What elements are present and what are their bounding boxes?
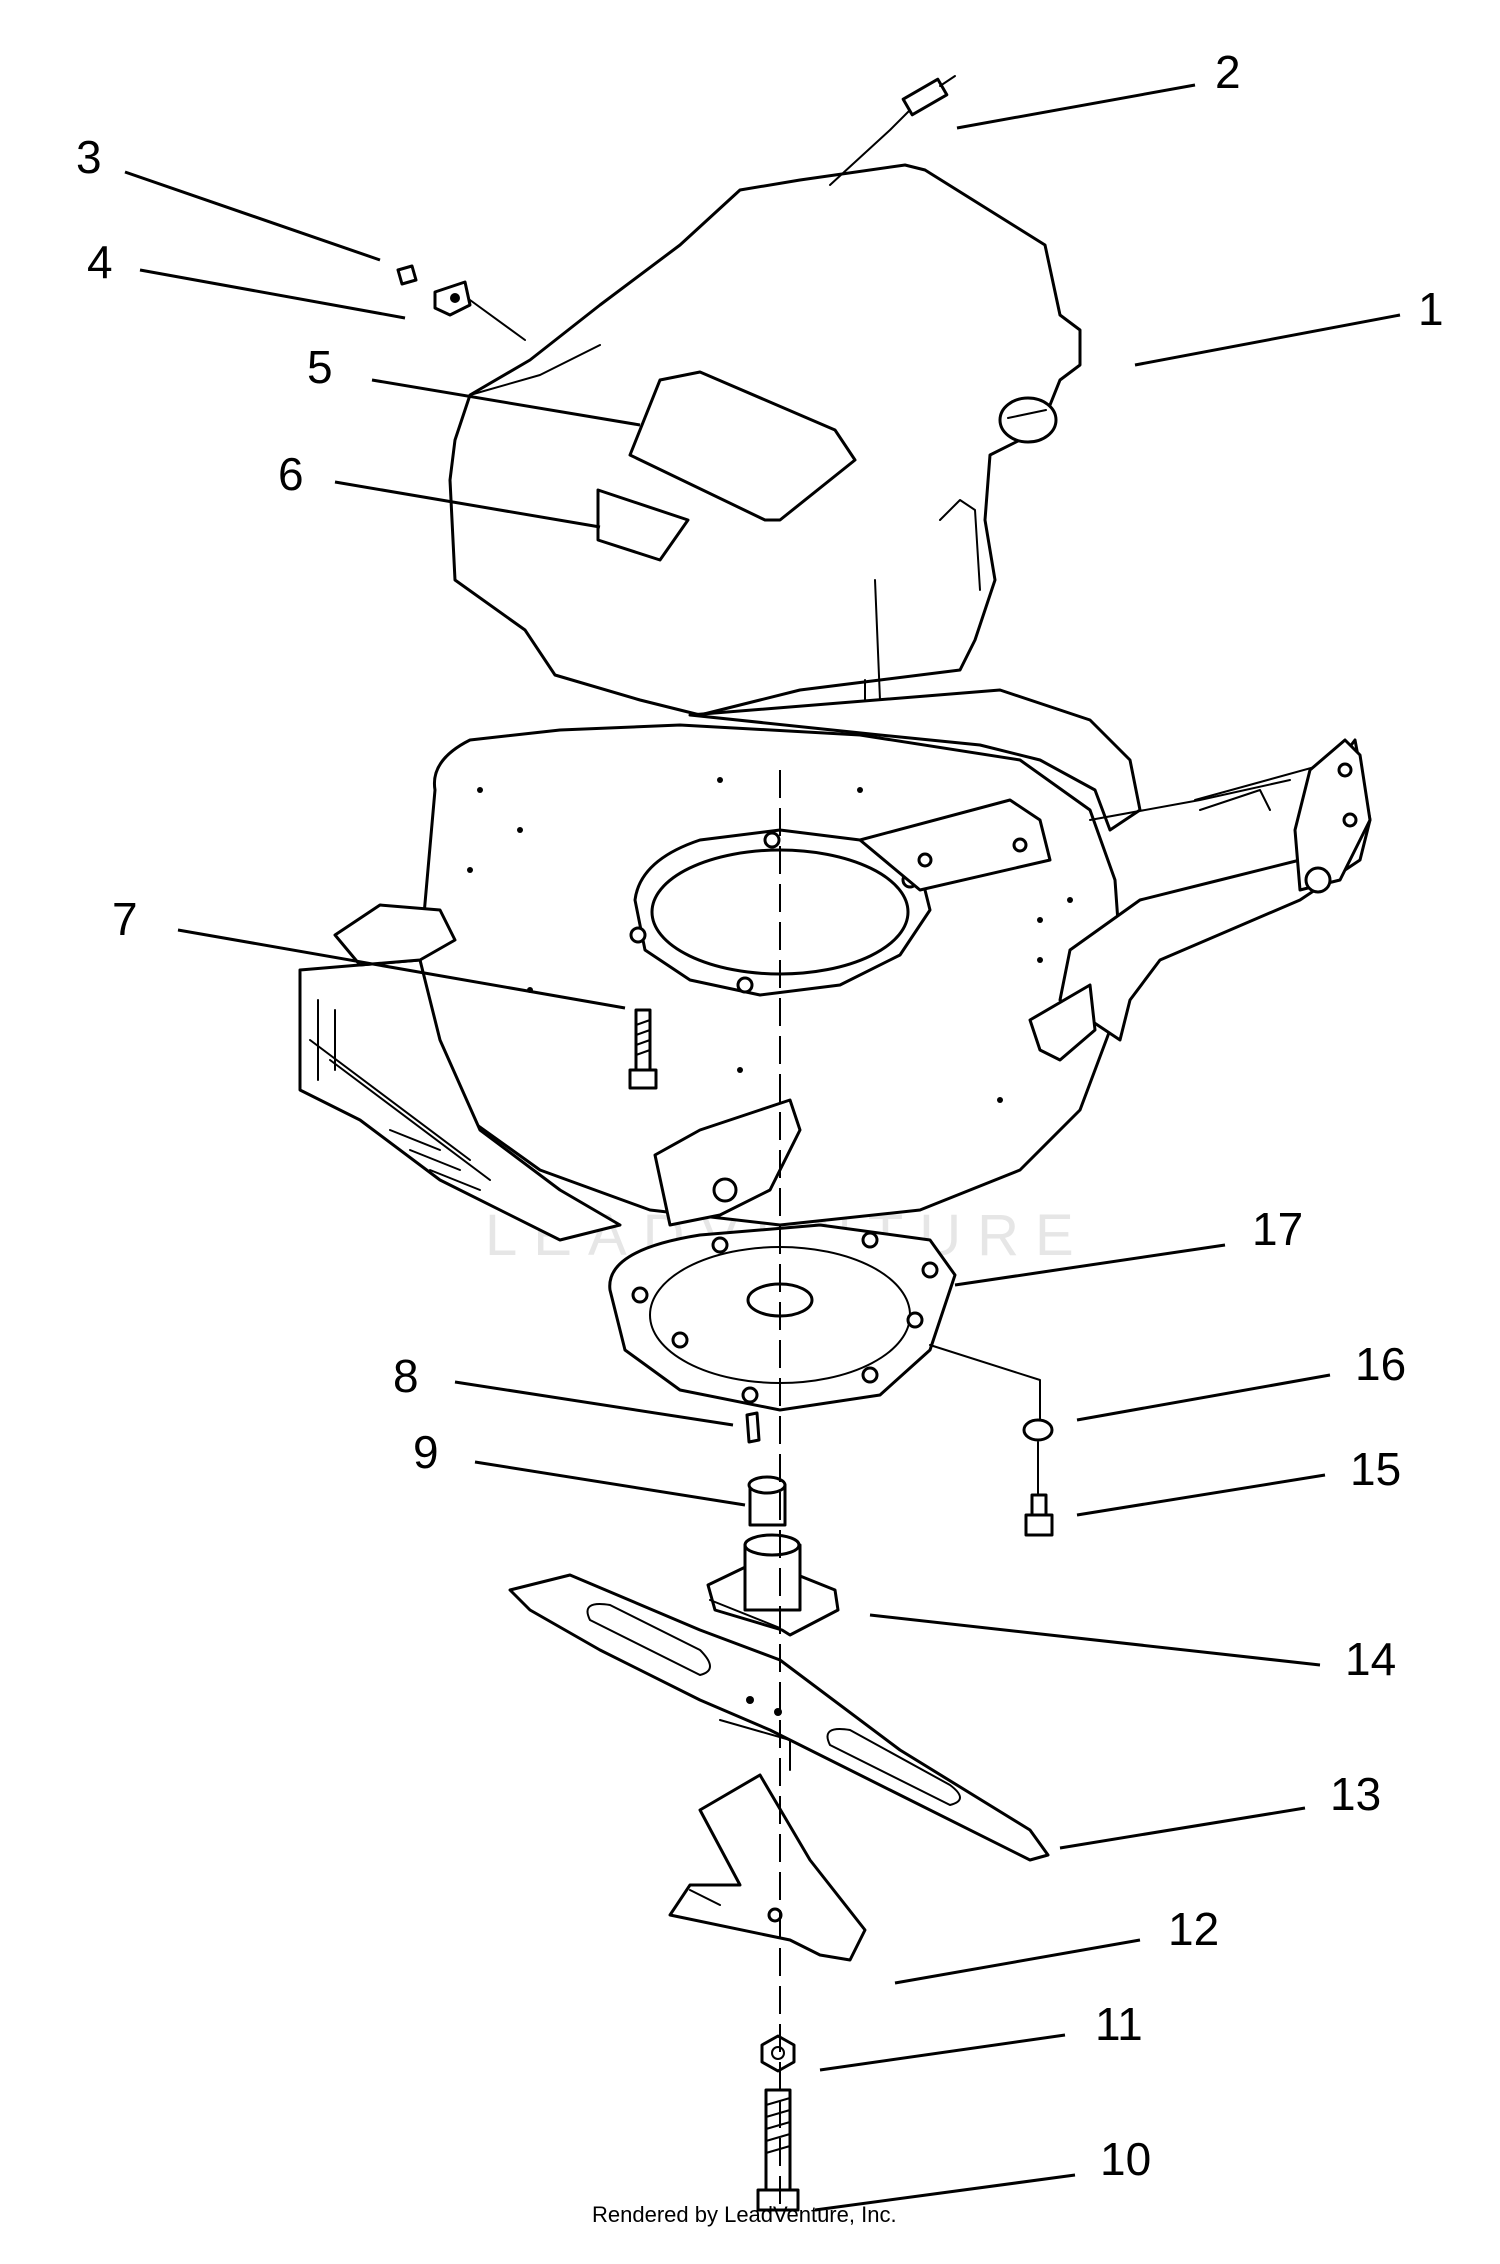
render-credit: Rendered by LeadVenture, Inc. bbox=[592, 2202, 897, 2227]
callout-labels: 1 2 3 4 5 6 7 8 9 10 11 12 13 14 15 16 1… bbox=[76, 46, 1444, 2185]
key-part bbox=[745, 1411, 761, 1444]
blade-bolt-part bbox=[756, 2088, 800, 2212]
callout-7: 7 bbox=[112, 893, 138, 945]
deck-bolt-part bbox=[628, 1008, 658, 1090]
callout-6: 6 bbox=[278, 448, 304, 500]
callout-11: 11 bbox=[1095, 1998, 1143, 2050]
lock-washer-part bbox=[1022, 1418, 1054, 1442]
spacer-part bbox=[747, 1475, 787, 1527]
callout-8: 8 bbox=[393, 1350, 419, 1402]
mower-deck-part bbox=[298, 688, 1372, 1242]
mulching-blade-part bbox=[668, 1773, 867, 1962]
callout-10: 10 bbox=[1100, 2133, 1151, 2185]
leader-lines bbox=[124, 83, 1401, 2212]
blade-adapter-part bbox=[706, 1533, 840, 1637]
callout-12: 12 bbox=[1168, 1903, 1219, 1955]
callout-15: 15 bbox=[1350, 1443, 1401, 1495]
callout-16: 16 bbox=[1355, 1338, 1406, 1390]
nut-part bbox=[760, 2034, 796, 2073]
callout-13: 13 bbox=[1330, 1768, 1381, 1820]
bracket-part bbox=[433, 280, 526, 341]
screw-part bbox=[396, 264, 418, 286]
callout-9: 9 bbox=[413, 1426, 439, 1478]
callout-14: 14 bbox=[1345, 1633, 1396, 1685]
callout-2: 2 bbox=[1215, 46, 1241, 98]
mower-blade-part bbox=[508, 1573, 1050, 1862]
hex-bolt-part bbox=[1024, 1441, 1054, 1537]
engine-part bbox=[448, 75, 1082, 721]
callout-1: 1 bbox=[1418, 283, 1444, 335]
callout-4: 4 bbox=[87, 236, 113, 288]
callout-3: 3 bbox=[76, 131, 102, 183]
callout-5: 5 bbox=[307, 341, 333, 393]
callout-17: 17 bbox=[1252, 1203, 1303, 1255]
